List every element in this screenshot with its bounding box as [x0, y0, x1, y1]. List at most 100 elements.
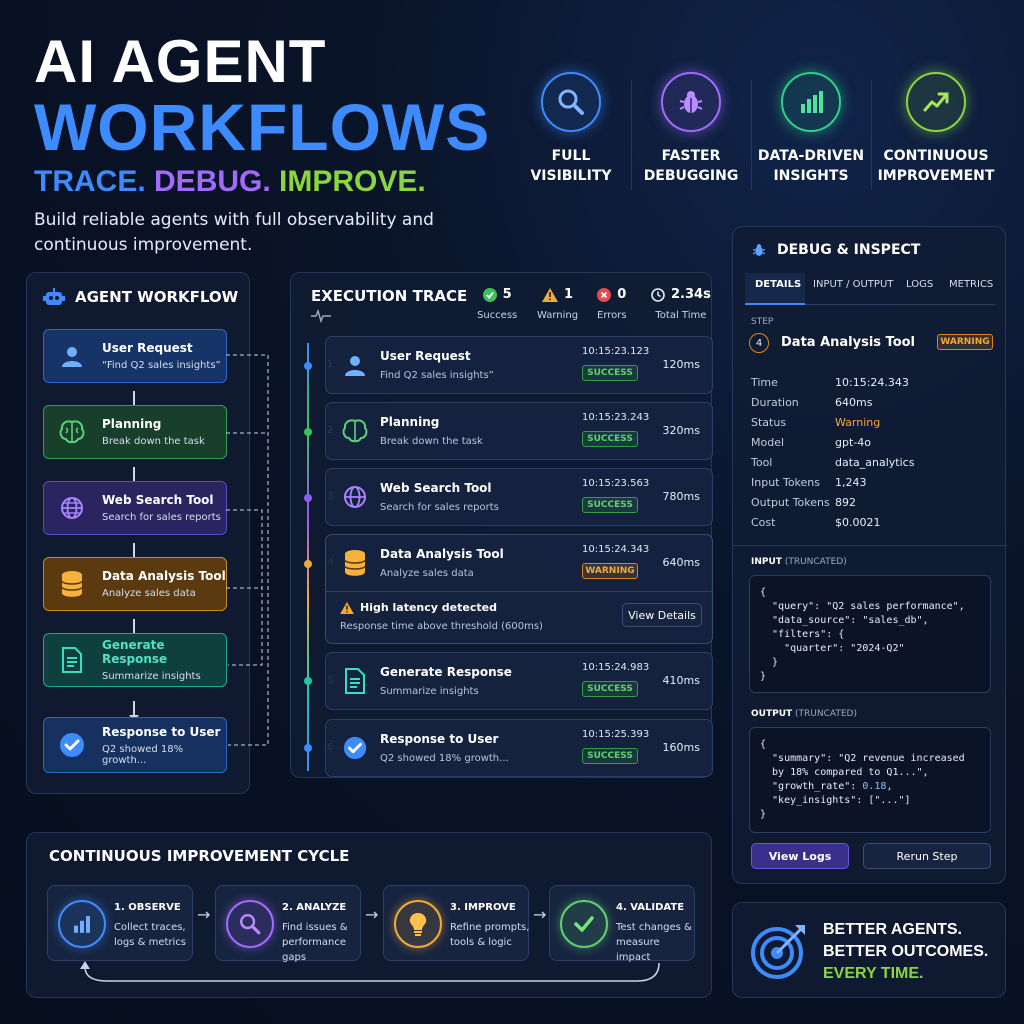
trace-step-planning[interactable]: Planning Break down the task 10:15:23.24… [325, 402, 713, 460]
cycle-step-validate[interactable]: 4. VALIDATE Test changes & measure impac… [549, 885, 695, 963]
debug-header: DEBUG & INSPECT [751, 241, 920, 259]
arrow-right-icon: → [197, 905, 211, 924]
latency-alert: High latency detected [340, 601, 497, 614]
feature-line1: DATA-DRIVEN [757, 148, 865, 164]
cycle-step-desc: Find issues & performance gaps [282, 922, 348, 963]
feature-line2: INSIGHTS [773, 168, 849, 184]
trace-step-data-analysis[interactable]: Data Analysis Tool Analyze sales data 10… [325, 534, 713, 644]
rerun-step-button[interactable]: Rerun Step [863, 843, 991, 869]
timeline-dot [304, 494, 312, 502]
user-icon [340, 350, 370, 380]
check-circle-icon [340, 733, 370, 763]
search-icon [541, 72, 601, 132]
outcome-line2: BETTER OUTCOMES. [823, 943, 989, 960]
timeline-dot [304, 560, 312, 568]
field-label: Input Tokens [751, 476, 821, 489]
tagline-improve: IMPROVE. [279, 165, 426, 198]
output-header: OUTPUT (TRUNCATED) [751, 709, 857, 719]
step-duration: 780ms [662, 490, 700, 503]
flow-arrow [129, 467, 139, 487]
cycle-step-improve[interactable]: 3. IMPROVE Refine prompts, tools & logic [383, 885, 529, 961]
field-label: Time [751, 376, 778, 389]
step-desc: Summarize insights [380, 686, 479, 697]
trace-step-user-request[interactable]: User Request Find Q2 sales insights” 10:… [325, 336, 713, 394]
tagline-debug: DEBUG. [154, 165, 271, 198]
tab-bar [745, 273, 995, 305]
step-label: STEP [751, 317, 774, 327]
stat-label: Success [477, 310, 518, 321]
trace-step-response-to-user[interactable]: Response to User Q2 showed 18% growth...… [325, 719, 713, 777]
trace-step-generate-response[interactable]: Generate Response Summarize insights 10:… [325, 652, 713, 710]
status-badge: SUCCESS [582, 748, 638, 764]
debug-step-name: Data Analysis Tool [781, 335, 916, 350]
brain-icon [56, 416, 88, 448]
step-timestamp: 10:15:23.123 [582, 346, 650, 357]
field-value: data_analytics [835, 456, 915, 469]
view-details-button[interactable]: View Details [622, 603, 702, 627]
flow-arrow [129, 543, 139, 563]
field-label: Tool [751, 456, 773, 469]
database-icon [56, 568, 88, 600]
tab-details[interactable]: DETAILS [755, 279, 802, 290]
input-note: (TRUNCATED) [784, 557, 847, 567]
stat-success: 5 Success [477, 287, 517, 321]
field-value: 892 [835, 496, 856, 509]
outcome-panel: BETTER AGENTS. BETTER OUTCOMES. EVERY TI… [732, 902, 1006, 998]
step-duration: 320ms [662, 424, 700, 437]
hero-tagline: TRACE. DEBUG. IMPROVE. [34, 165, 426, 199]
cycle-step-observe[interactable]: 1. OBSERVE Collect traces, logs & metric… [47, 885, 193, 961]
field-label: Cost [751, 516, 776, 529]
hero-title-line2: WORKFLOWS [34, 90, 491, 164]
trace-title: EXECUTION TRACE [311, 287, 467, 327]
status-badge: WARNING [582, 563, 638, 579]
trace-connectors [226, 354, 269, 746]
field-value: 640ms [835, 396, 873, 409]
field-value: 1,243 [835, 476, 867, 489]
output-code-block: { "summary": "Q2 revenue increased by 18… [749, 727, 991, 833]
stat-value: 0 [617, 287, 627, 302]
brain-icon [340, 416, 370, 446]
workflow-title: AGENT WORKFLOW [75, 288, 239, 306]
step-name: Generate Response [380, 665, 512, 679]
tab-input-output[interactable]: INPUT / OUTPUT [813, 279, 894, 290]
tab-logs[interactable]: LOGS [906, 279, 934, 290]
cycle-step-analyze[interactable]: 2. ANALYZE Find issues & performance gap… [215, 885, 361, 963]
feature-line1: FASTER [661, 148, 721, 164]
cycle-step-name: 1. OBSERVE [114, 902, 181, 913]
node-desc: Analyze sales data [102, 588, 196, 599]
node-name: Data Analysis Tool [102, 569, 226, 583]
target-icon [749, 921, 809, 985]
field-label: Status [751, 416, 787, 429]
workflow-node-user-request[interactable]: User Request“Find Q2 sales insights” [43, 329, 227, 383]
trace-step-web-search[interactable]: Web Search Tool Search for sales reports… [325, 468, 713, 526]
node-desc: Break down the task [102, 436, 205, 447]
flow-arrow [129, 701, 139, 721]
debug-inspect-panel: DEBUG & INSPECT DETAILS INPUT / OUTPUT L… [732, 226, 1007, 884]
node-name: User Request [102, 341, 193, 355]
tab-metrics[interactable]: METRICS [949, 279, 994, 290]
node-name: Generate Response [102, 638, 168, 666]
check-circle-icon [56, 729, 88, 761]
step-name: Planning [380, 415, 440, 429]
agent-workflow-panel: AGENT WORKFLOW User Request“Find Q2 sale… [26, 272, 250, 794]
document-icon [56, 644, 88, 676]
view-logs-button[interactable]: View Logs [751, 843, 849, 869]
outcome-line1: BETTER AGENTS. [823, 921, 962, 938]
timeline-dot [304, 744, 312, 752]
node-name: Web Search Tool [102, 493, 214, 507]
flow-arrow [129, 619, 139, 639]
timeline-dot [304, 677, 312, 685]
warning-icon [542, 287, 559, 302]
divider [631, 80, 632, 190]
status-badge: SUCCESS [582, 497, 638, 513]
robot-icon [43, 288, 65, 305]
feature-line2: DEBUGGING [643, 168, 739, 184]
checkmark-icon [560, 900, 608, 948]
step-name: Data Analysis Tool [380, 547, 504, 561]
